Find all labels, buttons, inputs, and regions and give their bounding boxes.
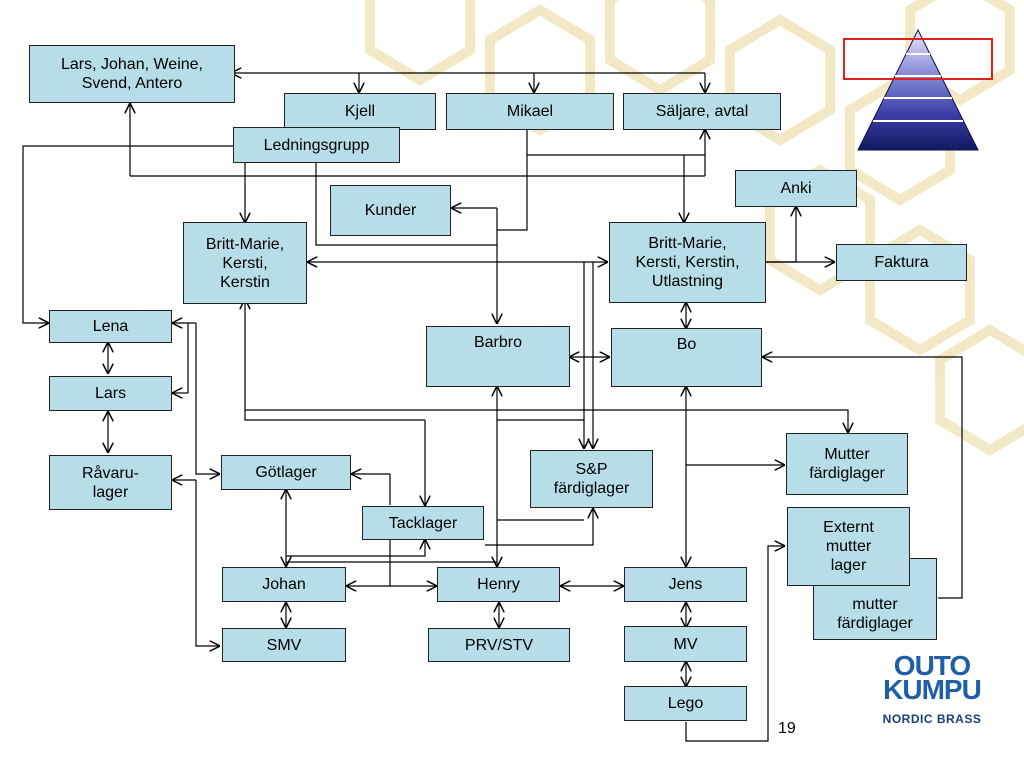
node-lars-johan-weine: Lars, Johan, Weine, Svend, Antero [29, 45, 235, 103]
page-number: 19 [778, 720, 796, 737]
node-anki: Anki [735, 170, 857, 207]
node-smv: SMV [222, 628, 346, 662]
node-bo: Bo [611, 328, 762, 387]
node-tacklager: Tacklager [362, 506, 484, 540]
node-ravarulager: Råvaru- lager [49, 455, 172, 510]
node-lego: Lego [624, 686, 747, 721]
node-sp-fardiglager: S&P färdiglager [530, 450, 653, 508]
node-lena: Lena [49, 310, 172, 343]
node-barbro: Barbro [426, 326, 570, 387]
node-mikael: Mikael [446, 93, 614, 130]
node-saljare-avtal: Säljare, avtal [623, 93, 781, 130]
logo-text-kumpu: KUMPU [883, 674, 982, 705]
logo-text-outo: OUTO [893, 650, 971, 681]
hierarchy-pyramid-icon [843, 28, 993, 151]
node-kunder: Kunder [330, 185, 451, 236]
node-britt-marie-left: Britt-Marie, Kersti, Kerstin [183, 222, 307, 304]
node-mutter-fardiglager-top: Mutter färdiglager [786, 433, 908, 495]
outokumpu-logo: OUTO KUMPU NORDIC BRASS [872, 652, 992, 732]
node-prv-stv: PRV/STV [428, 628, 570, 662]
node-mv: MV [624, 626, 747, 662]
node-johan: Johan [222, 567, 346, 602]
logo-text-nordic-brass: NORDIC BRASS [882, 712, 982, 726]
node-faktura: Faktura [836, 244, 967, 281]
node-henry: Henry [437, 567, 560, 602]
node-gotlager: Götlager [221, 455, 351, 490]
node-jens: Jens [624, 567, 747, 602]
node-externt-mutter-lager: Externt mutter lager [787, 507, 910, 586]
node-kjell: Kjell [284, 93, 436, 130]
node-ledningsgrupp: Ledningsgrupp [233, 127, 400, 163]
node-britt-marie-right: Britt-Marie, Kersti, Kerstin, Utlastning [609, 222, 766, 303]
node-lars: Lars [49, 376, 172, 411]
